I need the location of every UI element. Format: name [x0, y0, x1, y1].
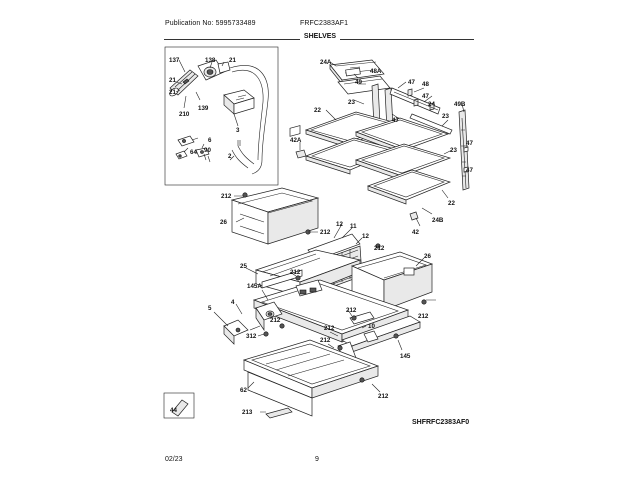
bracket-5: [223, 319, 249, 345]
rail-49b: [458, 109, 470, 191]
callout-2: 2: [228, 153, 232, 160]
callout-139: 139: [198, 105, 209, 112]
page-title: SHELVES: [0, 33, 640, 40]
model-number: FRFC2383AF1: [300, 20, 349, 27]
glass-shelf-24b: [366, 169, 452, 205]
callout-213: 213: [242, 409, 253, 416]
callout-48: 48: [422, 81, 429, 88]
callout-47a: 47: [408, 79, 415, 86]
callout-212i: 212: [320, 337, 331, 344]
callout-212a: 212: [221, 193, 232, 200]
bottom-tray: [242, 339, 380, 417]
callout-145: 145: [400, 353, 411, 360]
callout-49b: 49B: [454, 101, 466, 108]
callout-24a: 24A: [320, 59, 332, 66]
callout-6: 6: [208, 137, 212, 144]
callout-212g: 212: [270, 317, 281, 324]
callout-137: 137: [169, 57, 180, 64]
shelf-rails: [371, 83, 453, 135]
callout-24b: 24B: [432, 217, 444, 224]
publication-number: Publication No: 5995733489: [165, 20, 256, 27]
callout-4: 4: [231, 299, 235, 306]
callout-47e: 47: [466, 167, 473, 174]
callout-10: 10: [368, 323, 375, 330]
inset-44: [163, 392, 195, 419]
water-filter: [169, 69, 199, 97]
callout-25: 25: [240, 263, 247, 270]
callout-212c: 212: [374, 245, 385, 252]
page-number: 9: [315, 456, 319, 463]
tray-handle: [265, 407, 293, 419]
callout-47d: 47: [466, 140, 473, 147]
callout-24: 24: [428, 101, 435, 108]
callout-21b: 21: [169, 89, 176, 96]
callout-47b: 47: [422, 93, 429, 100]
callout-21a: 21: [169, 77, 176, 84]
callout-44: 44: [170, 407, 177, 414]
callout-5: 5: [208, 305, 212, 312]
glass-shelf-lower: [304, 137, 400, 175]
callout-26b: 26: [424, 253, 431, 260]
diagram-code: SHFRFC2383AF0: [412, 419, 470, 426]
callout-49: 49: [355, 79, 362, 86]
clip-42a: [295, 149, 307, 159]
callout-62: 62: [240, 387, 247, 394]
callout-42: 42: [412, 229, 419, 236]
callout-21c: 21: [229, 57, 236, 64]
callout-48a: 48A: [370, 68, 382, 75]
callout-312: 312: [246, 333, 257, 340]
callout-12a: 12: [336, 221, 343, 228]
crisper-drawer-left: [230, 125, 320, 245]
callout-212h: 212: [324, 325, 335, 332]
callout-145a: 145A: [247, 283, 262, 290]
callout-47c: 47: [392, 117, 399, 124]
callout-138: 138: [205, 57, 216, 64]
center-frame: [252, 279, 410, 343]
callout-212j: 212: [378, 393, 389, 400]
callout-11: 11: [350, 223, 357, 230]
callout-22a: 22: [314, 107, 321, 114]
callout-64: 64: [190, 149, 197, 156]
callout-210: 210: [179, 111, 190, 118]
callout-26a: 26: [220, 219, 227, 226]
screws: [242, 192, 427, 383]
glass-shelf-right-lower: [354, 143, 452, 181]
page-title-text: SHELVES: [299, 33, 341, 40]
clip-42: [409, 211, 419, 221]
callout-90: 90: [204, 147, 211, 154]
callout-23b: 23: [442, 113, 449, 120]
callout-23a: 23: [348, 99, 355, 106]
callout-212f: 212: [346, 307, 357, 314]
clip-set: [175, 135, 211, 163]
callout-212d: 212: [290, 269, 301, 276]
shelf-24a: [329, 59, 391, 95]
callout-23c: 23: [450, 147, 457, 154]
inset-box: [164, 46, 279, 186]
callout-212b: 212: [320, 229, 331, 236]
control-module: [223, 89, 255, 115]
callout-212e: 212: [418, 313, 429, 320]
footer-date: 02/23: [165, 456, 183, 463]
callout-22b: 22: [448, 200, 455, 207]
callout-3: 3: [236, 127, 240, 134]
callout-42a: 42A: [290, 137, 302, 144]
light-housing: [255, 301, 283, 332]
filter-housing: [197, 59, 231, 81]
callout-12b: 12: [362, 233, 369, 240]
